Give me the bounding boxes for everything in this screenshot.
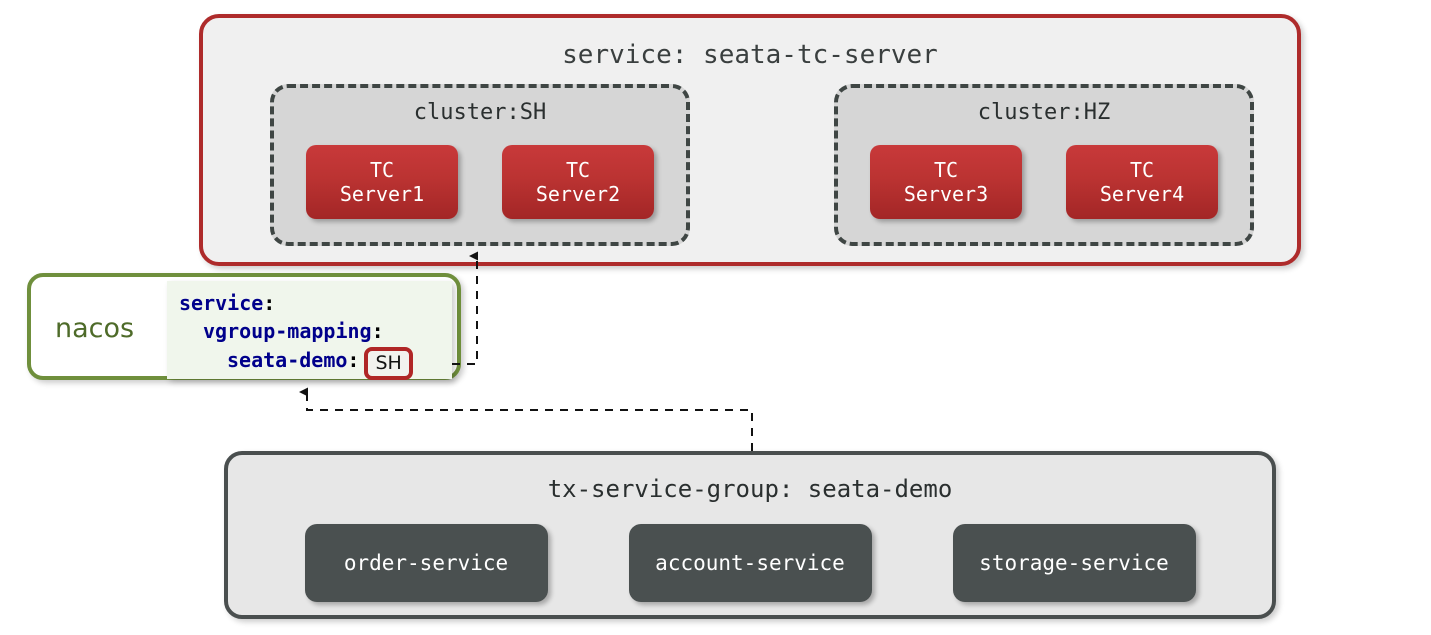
cluster-hz-title: cluster:HZ	[977, 100, 1111, 125]
tc-server2-line2: Server2	[535, 182, 621, 206]
vgroup-mapping-value-chip[interactable]: SH	[364, 347, 413, 380]
tx-service-group-container: tx-service-group: seata-demo order-servi…	[224, 451, 1276, 619]
tc-server1-line2: Server1	[339, 182, 425, 206]
tx-service-group-title: tx-service-group: seata-demo	[547, 475, 953, 503]
cluster-sh-title: cluster:SH	[413, 100, 547, 125]
storage-service-label: storage-service	[979, 551, 1169, 575]
cluster-sh[interactable]: cluster:SH TC Server1 TC Server2	[270, 84, 690, 246]
tc-server1-line1: TC	[369, 158, 395, 182]
yaml-key-service: service	[179, 291, 264, 315]
tx-service-group-node-row: order-service account-service storage-se…	[228, 524, 1272, 602]
yaml-line-vgroup-mapping: vgroup-mapping:	[179, 317, 452, 345]
order-service-node[interactable]: order-service	[304, 524, 548, 602]
tc-server3-node[interactable]: TC Server3	[870, 145, 1022, 219]
yaml-key-seata-demo: seata-demo	[227, 348, 348, 372]
service-container-title: service: seata-tc-server	[562, 40, 938, 70]
order-service-label: order-service	[343, 551, 509, 575]
cluster-sh-node-row: TC Server1 TC Server2	[274, 145, 686, 219]
account-service-node[interactable]: account-service	[628, 524, 872, 602]
nacos-label: nacos	[55, 313, 135, 344]
cluster-hz-node-row: TC Server3 TC Server4	[838, 145, 1250, 219]
yaml-key-vgroup-mapping: vgroup-mapping	[203, 319, 372, 343]
tc-server3-line2: Server3	[903, 182, 989, 206]
tc-server2-node[interactable]: TC Server2	[502, 145, 654, 219]
yaml-line-seata-demo: seata-demo:SH	[179, 345, 452, 380]
tc-server4-line2: Server4	[1099, 182, 1185, 206]
cluster-hz[interactable]: cluster:HZ TC Server3 TC Server4	[834, 84, 1254, 246]
tc-server4-node[interactable]: TC Server4	[1066, 145, 1218, 219]
account-service-label: account-service	[655, 551, 845, 575]
connector-tx-group-to-nacos	[299, 387, 753, 451]
yaml-colon-2: :	[371, 319, 384, 343]
storage-service-node[interactable]: storage-service	[952, 524, 1196, 602]
tc-server3-line1: TC	[933, 158, 959, 182]
yaml-colon-3: :	[347, 348, 360, 372]
yaml-line-service: service:	[179, 289, 452, 317]
tc-server2-line1: TC	[565, 158, 591, 182]
tc-server4-line1: TC	[1129, 158, 1155, 182]
yaml-colon-1: :	[263, 291, 276, 315]
service-container: service: seata-tc-server cluster:SH TC S…	[199, 14, 1301, 266]
nacos-config-card[interactable]: service: vgroup-mapping: seata-demo:SH	[167, 281, 452, 380]
tc-server1-node[interactable]: TC Server1	[306, 145, 458, 219]
